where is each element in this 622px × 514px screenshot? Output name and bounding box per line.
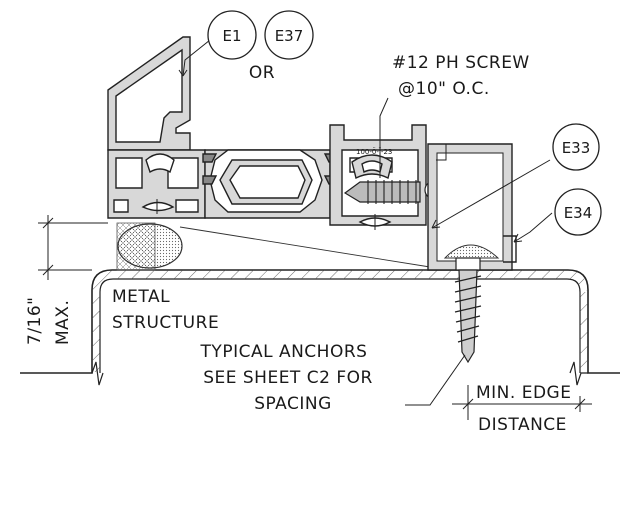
backer-rod-sealant bbox=[116, 222, 431, 271]
callout-e34: E34 bbox=[554, 188, 602, 236]
dimension-value-text: 7/16" bbox=[25, 297, 45, 346]
edge-note-line1: MIN. EDGE bbox=[476, 383, 571, 403]
dimension-edge bbox=[452, 385, 592, 420]
callout-e37-label: E37 bbox=[275, 27, 304, 45]
callout-or-text: OR bbox=[249, 63, 275, 83]
dimension-max-text: MAX. bbox=[53, 300, 73, 345]
metal-structure-line2: STRUCTURE bbox=[112, 313, 219, 333]
anchor-screw bbox=[454, 257, 482, 364]
frame-profile bbox=[107, 36, 427, 230]
square-tube-e33 bbox=[427, 143, 517, 271]
anchors-note-line1: TYPICAL ANCHORS bbox=[200, 342, 368, 362]
callout-e1-label: E1 bbox=[222, 27, 241, 45]
metal-structure-line1: METAL bbox=[112, 287, 170, 307]
edge-note-line2: DISTANCE bbox=[478, 415, 567, 435]
callout-e33: E33 bbox=[552, 123, 600, 171]
screw-note-line1: #12 PH SCREW bbox=[392, 53, 530, 73]
callout-e34-label: E34 bbox=[564, 204, 593, 222]
callout-e1: E1 bbox=[207, 10, 257, 60]
leader-lines bbox=[178, 39, 553, 406]
screw-note-line2: @10" O.C. bbox=[398, 79, 490, 99]
callout-e33-label: E33 bbox=[562, 139, 591, 157]
dimension-gap bbox=[38, 215, 108, 280]
anchors-note-line2: SEE SHEET C2 FOR bbox=[203, 368, 373, 388]
part-mark-text: 100-0̈-Ï-23 bbox=[356, 147, 392, 156]
anchors-note-line3: SPACING bbox=[254, 394, 332, 414]
callout-e37: E37 bbox=[264, 10, 314, 60]
